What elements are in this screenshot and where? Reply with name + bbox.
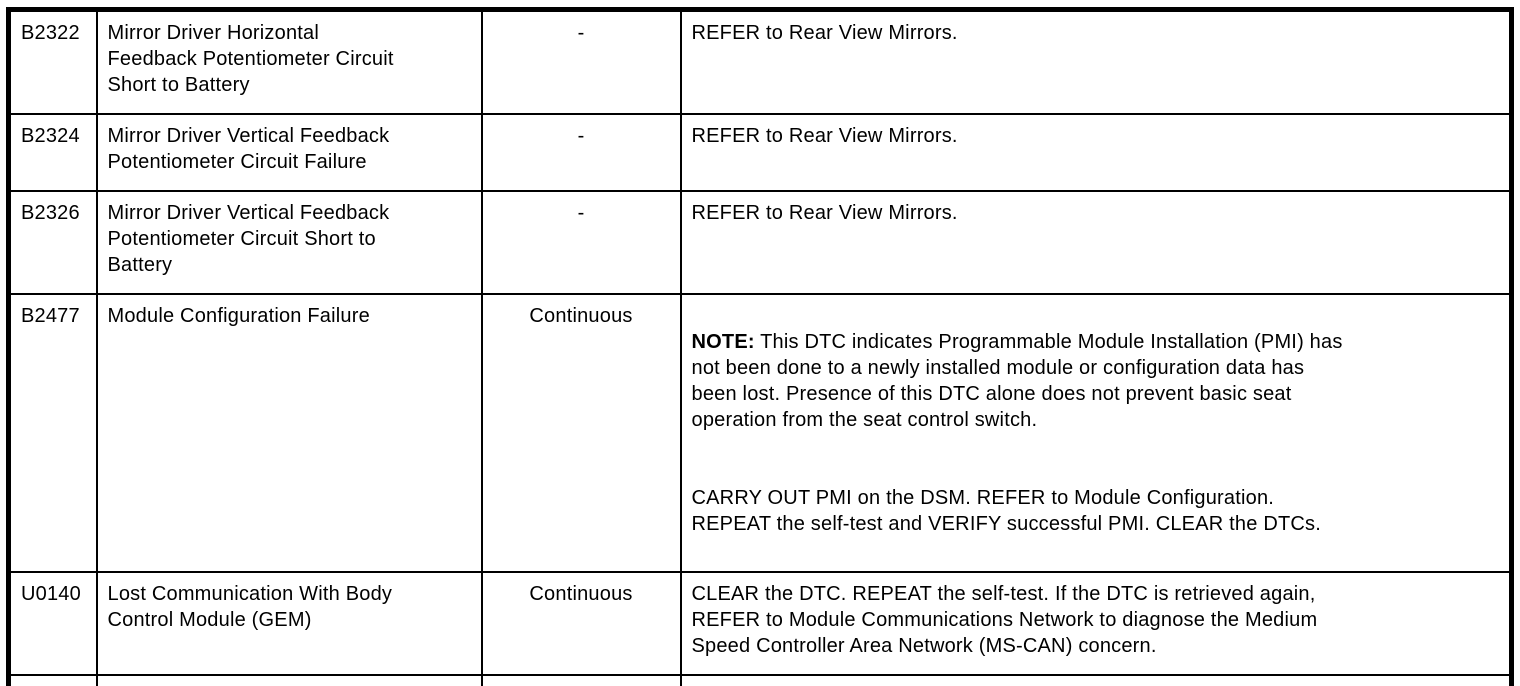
dtc-code-cell: B2322 (7, 8, 98, 115)
description-cell: Mirror Driver Vertical Feedback Potentio… (95, 189, 483, 295)
dtc-code-cell: U0140 (7, 570, 98, 676)
note-paragraph: NOTE: This DTC indicates Programmable Mo… (692, 329, 1500, 433)
drive-cycle-cell: Continuous (480, 673, 682, 686)
drive-cycle-cell: - (480, 189, 682, 295)
description-cell: Lost Communication With Body Control Mod… (95, 570, 483, 676)
drive-cycle-cell: - (480, 8, 682, 115)
action-paragraph: CARRY OUT PMI on the DSM. REFER to Modul… (691, 486, 1321, 535)
description-cell: No Application Present (95, 673, 483, 686)
action-cell: NOTE: This DTC indicates Programmable Mo… (679, 292, 1513, 573)
action-cell: REFER to Rear View Mirrors. (679, 8, 1513, 115)
table-row: U2050 No Application Present Continuous … (7, 673, 1513, 686)
action-cell: CLEAR the DTC. REPEAT the self-test. If … (679, 570, 1513, 676)
description-cell: Mirror Driver Horizontal Feedback Potent… (95, 8, 483, 115)
note-text: This DTC indicates Programmable Module I… (691, 330, 1343, 431)
description-cell: Mirror Driver Vertical Feedback Potentio… (95, 112, 483, 192)
dtc-code-cell: B2324 (7, 112, 98, 192)
dtc-table: B2322 Mirror Driver Horizontal Feedback … (6, 7, 1514, 686)
note-label: NOTE: (691, 330, 755, 353)
table-row: B2322 Mirror Driver Horizontal Feedback … (7, 8, 1513, 115)
table-row: B2477 Module Configuration Failure Conti… (7, 292, 1513, 573)
drive-cycle-cell: Continuous (480, 292, 682, 573)
description-cell: Module Configuration Failure (95, 292, 483, 573)
action-cell: REFER to Rear View Mirrors. (679, 112, 1513, 192)
drive-cycle-cell: - (480, 112, 682, 192)
dtc-code-cell: U2050 (7, 673, 98, 686)
dtc-code-cell: B2326 (7, 189, 98, 295)
table-row: B2326 Mirror Driver Vertical Feedback Po… (7, 189, 1513, 295)
table-row: B2324 Mirror Driver Vertical Feedback Po… (7, 112, 1513, 192)
action-cell: REFER to Rear View Mirrors. (679, 189, 1513, 295)
table-row: U0140 Lost Communication With Body Contr… (7, 570, 1513, 676)
dtc-code-cell: B2477 (7, 292, 98, 573)
action-cell: INSTALL a new DSM. REFER to Driver Seat … (679, 673, 1513, 686)
drive-cycle-cell: Continuous (480, 570, 682, 676)
